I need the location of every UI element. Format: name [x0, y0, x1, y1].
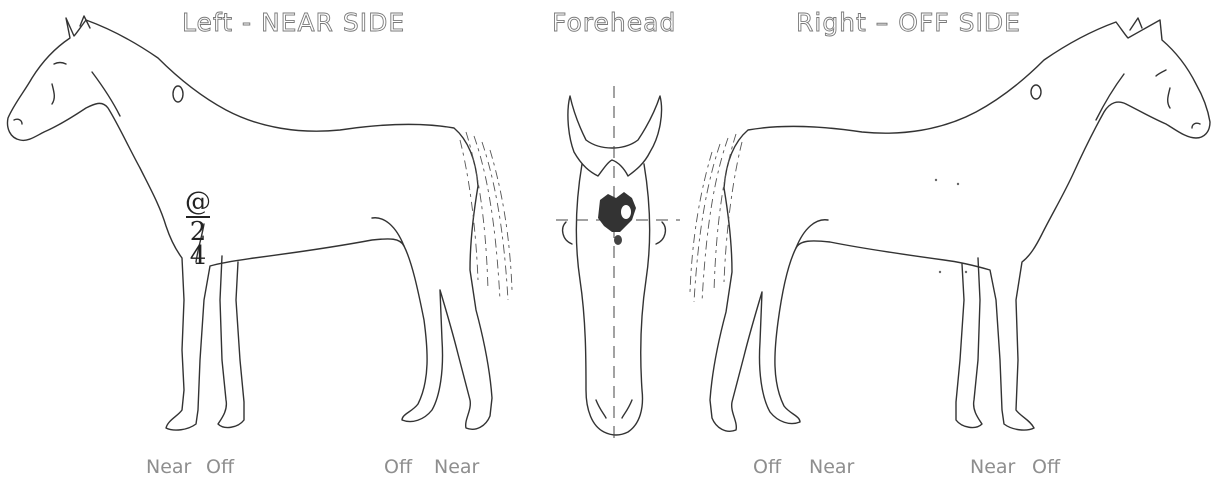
- annotation-symbol: @: [180, 190, 216, 214]
- label-left-front-near: Near: [146, 456, 191, 478]
- label-right-rear-near: Near: [809, 456, 854, 478]
- left-horse-outline: [8, 16, 513, 430]
- label-left-front-off: Off: [206, 456, 234, 478]
- right-horse-outline: [690, 18, 1210, 431]
- label-left-rear-near: Near: [434, 456, 479, 478]
- label-left-rear-off: Off: [384, 456, 412, 478]
- forehead-head-outline: [556, 86, 680, 444]
- handwritten-marking-annotation: @ 2 4: [180, 190, 216, 268]
- label-right-rear-off: Off: [753, 456, 781, 478]
- label-right-front-near: Near: [970, 456, 1015, 478]
- annotation-number-bottom: 4: [180, 244, 216, 268]
- label-right-front-off: Off: [1032, 456, 1060, 478]
